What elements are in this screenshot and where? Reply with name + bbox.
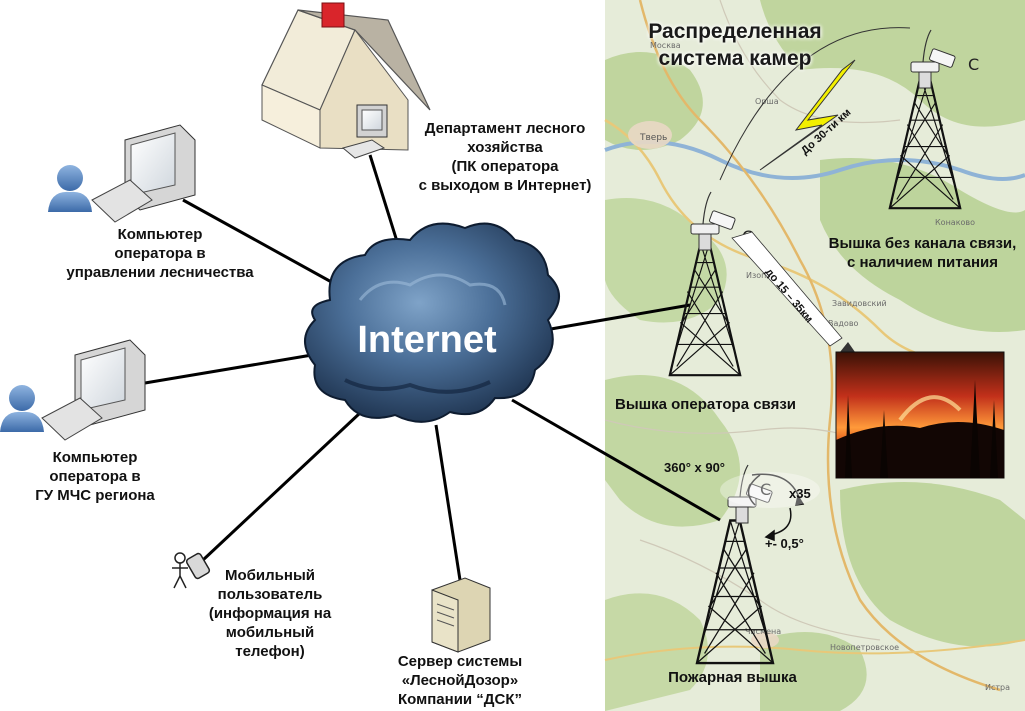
map-place-name: Орша [755,97,779,106]
tower-no-link-icon: C [888,29,979,210]
label-line: пользователь [217,586,323,603]
map-place-name: Изоплит [746,271,782,280]
mobile-phone-icon [172,552,211,589]
label-line: оператора в [49,468,141,485]
label-line: Вышка оператора связи [614,396,796,413]
fire-photo [835,351,1005,479]
label-line: с наличием питания [846,254,998,271]
lightning-icon [759,59,856,171]
no-link-tower-label: Вышка без канала связи, с наличием питан… [820,234,1025,272]
label-line: (ПК оператора [451,158,559,175]
map-place-name: Завидовский [832,299,887,308]
server-label: Сервер системы «ЛеснойДозор» Компании “Д… [380,652,540,709]
label-line: Компьютер [52,449,138,466]
label-line: «ЛеснойДозор» [401,672,519,689]
zoom-label: x35 [789,486,811,501]
map-title-line: система камер [658,47,812,70]
label-line: Компьютер [117,226,203,243]
label-line: ГУ МЧС региона [35,487,155,504]
operator-tower-label: Вышка оператора связи [598,395,813,414]
link-fire-tower [511,398,721,522]
svg-text:C: C [968,55,979,74]
fire-tower-icon: C [695,464,775,665]
map-place-name: Конаково [935,218,975,227]
forest-dept-pc-icon [341,104,388,159]
forestry-computer-icon [91,124,196,223]
label-line: мобильный [225,624,315,641]
house-icon [261,2,431,151]
label-line: Компании “ДСК” [398,691,522,708]
precision-label: +- 0,5° [765,536,804,551]
link-server [434,424,462,581]
server-icon [431,577,491,653]
link-operator-tower [544,303,691,332]
svg-text:C: C [760,480,771,499]
link-mobile-user [201,411,362,562]
rotation-arrows [747,473,805,542]
label-line: Мобильный [225,567,315,584]
map-place-name: Тверь [639,133,667,143]
view-range-beam [731,231,855,352]
label-line: Сервер системы [397,653,523,670]
forestry-pc-label: Компьютер оператора в управлении лесниче… [60,225,260,282]
label-line: (информация на [208,605,332,622]
mobile-user-label: Мобильный пользователь (информация на мо… [200,566,340,661]
mchs-pc-label: Компьютер оператора в ГУ МЧС региона [20,448,170,505]
user-icon [48,165,92,212]
label-line: оператора в [114,245,206,262]
map-title: Распределенная система камер [610,18,860,72]
label-line: телефон) [235,643,305,660]
link-forestry-pc [182,198,356,297]
network-links [144,154,721,581]
rotation-label: 360° x 90° [664,460,725,475]
label-line: управлении лесничества [66,264,254,281]
label-line: Департамент лесного [424,120,586,137]
fire-tower-label: Пожарная вышка [655,668,810,687]
internet-label: Internet [357,319,497,361]
map-place-name: Новопетровское [830,643,899,652]
map-place-name: Москва [650,41,681,50]
map-place-name: Истра [985,683,1010,692]
map-title-line: Распределенная [648,20,822,43]
label-line: Пожарная вышка [668,669,797,686]
forest-dept-label: Департамент лесного хозяйства (ПК операт… [410,119,600,195]
map-place-name: Чисмена [745,627,781,636]
internet-cloud [304,222,560,423]
user-icon [0,385,44,432]
label-line: хозяйства [467,139,543,156]
map-place-name: Вадово [828,319,859,328]
mchs-computer-icon [41,339,146,441]
label-line: Вышка без канала связи, [828,235,1017,252]
link-mchs-pc [144,353,313,385]
label-line: с выходом в Интернет) [418,177,592,194]
